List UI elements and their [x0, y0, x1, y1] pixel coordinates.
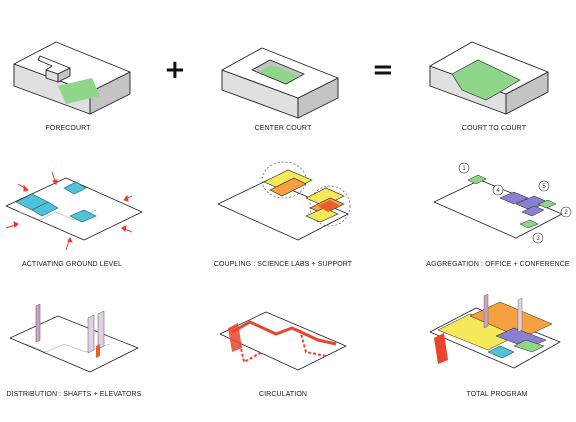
caption-distribution: DISTRIBUTION : SHAFTS + ELEVATORS: [7, 391, 142, 398]
distribution-massing: [9, 303, 139, 373]
ground-block-2: [31, 201, 59, 217]
conference-block-2: [537, 199, 557, 209]
coupling-massing: [217, 161, 351, 241]
aggregation-marker-5: 5: [538, 180, 550, 192]
coupling-ring-2: [309, 185, 351, 227]
entry-arrows: [5, 171, 133, 251]
aggregation-marker-4: 4: [492, 184, 504, 196]
ground-block-4: [69, 209, 97, 223]
aggregation-massing: 1 2 3 4 5: [433, 162, 572, 244]
support-bar-3: [318, 200, 340, 212]
circulation-massing: [219, 311, 347, 371]
support-bar-2: [305, 207, 339, 223]
svg-text:5: 5: [542, 184, 546, 190]
caption-activating-ground-level: ACTIVATING GROUND LEVEL: [22, 261, 122, 268]
svg-text:2: 2: [564, 210, 568, 216]
total-program-massing: [429, 293, 561, 369]
total-circulation-layer: [434, 333, 448, 364]
office-block-3: [521, 205, 545, 217]
shaft-3: [97, 310, 105, 350]
conference-block-3: [519, 219, 539, 229]
aggregation-marker-1: 1: [458, 162, 470, 174]
svg-text:4: 4: [496, 188, 500, 194]
caption-center-court: CENTER COURT: [255, 125, 312, 132]
office-block-1: [499, 191, 529, 205]
equals-operator: =: [372, 55, 394, 85]
caption-aggregation: AGGREGATION : OFFICE + CONFERENCE: [426, 261, 570, 268]
shaft-1: [35, 303, 41, 343]
center-court-green: [258, 65, 300, 83]
court-to-court-green: [451, 59, 521, 101]
court-to-court-massing: [429, 41, 549, 115]
circulation-path-3: [299, 329, 327, 357]
caption-coupling: COUPLING : SCIENCE LABS + SUPPORT: [214, 261, 353, 268]
aggregation-marker-2: 2: [560, 206, 572, 218]
circulation-path-1: [231, 320, 337, 346]
aggregation-marker-3: 3: [532, 232, 544, 244]
conference-block-1: [467, 174, 487, 185]
svg-text:3: 3: [536, 236, 540, 242]
caption-total-program: TOTAL PROGRAM: [466, 391, 527, 398]
caption-court-to-court: COURT TO COURT: [462, 125, 527, 132]
caption-circulation: CIRCULATION: [259, 391, 307, 398]
activating-ground-plan: [5, 171, 143, 251]
total-support-layer: [469, 301, 553, 339]
total-shaft-1: [483, 293, 489, 329]
stair-core: [228, 323, 242, 352]
plus-operator: +: [164, 55, 186, 85]
circulation-path-2: [239, 343, 263, 364]
forecourt-massing: [13, 41, 131, 115]
lab-bar-3: [305, 187, 345, 207]
shaft-2: [87, 314, 95, 354]
ground-block-3: [63, 181, 87, 195]
forecourt-green: [58, 78, 100, 104]
lab-bar-2: [269, 177, 307, 197]
caption-forecourt: FORECOURT: [45, 125, 91, 132]
svg-text:1: 1: [462, 166, 466, 172]
center-court-massing: [221, 47, 339, 119]
total-shaft-2: [517, 297, 523, 333]
total-conference-layer: [513, 339, 545, 353]
elevator-core: [96, 344, 100, 358]
total-ground-layer: [487, 345, 515, 359]
